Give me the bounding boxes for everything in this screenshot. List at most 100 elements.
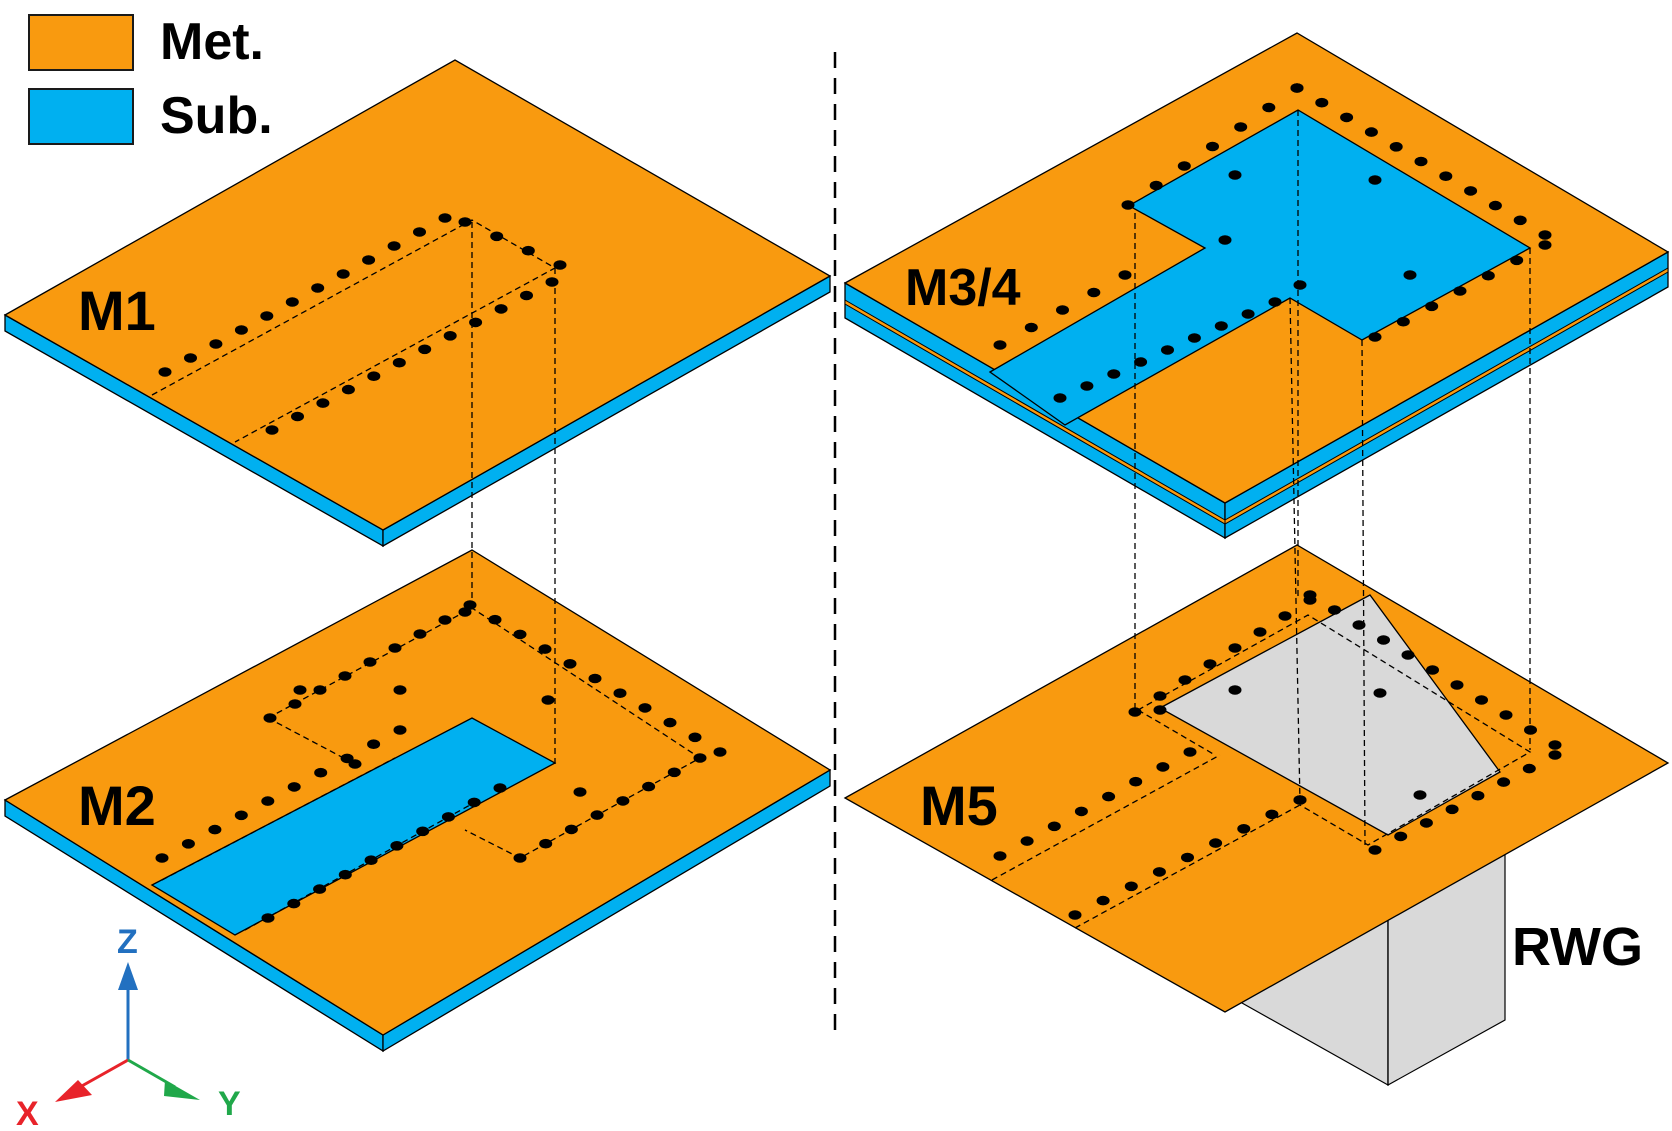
m34-label: M3/4 <box>905 259 1021 317</box>
via-hole <box>1352 620 1366 630</box>
m5-via-fence-guides <box>991 614 1532 929</box>
z-axis-label: Z <box>117 923 138 961</box>
via-hole <box>1368 332 1382 342</box>
via-hole <box>338 869 352 880</box>
via-hole <box>390 841 404 851</box>
m5-label: M5 <box>920 774 998 837</box>
m1-metal-plate <box>3 59 832 531</box>
via-hole <box>1471 790 1485 801</box>
via-hole <box>181 839 195 849</box>
via-hole <box>287 898 301 909</box>
via-hole <box>1522 763 1536 774</box>
via-hole <box>1134 357 1148 367</box>
m5-metal-plate <box>843 544 1670 1013</box>
via-hole <box>1413 790 1427 800</box>
via-hole <box>1237 824 1251 834</box>
via-hole <box>438 213 452 223</box>
via-hole <box>1439 171 1453 181</box>
m34-via-row <box>993 83 1552 403</box>
via-hole <box>336 269 350 279</box>
via-hole <box>158 367 172 377</box>
via-hole <box>367 371 381 382</box>
via-hole <box>1513 215 1527 226</box>
legend-substrate: Sub. <box>28 86 273 146</box>
via-hole <box>1538 240 1552 250</box>
via-hole <box>1497 777 1511 787</box>
m5-aperture <box>1158 594 1501 836</box>
via-hole <box>1183 747 1197 757</box>
via-hole <box>490 231 504 242</box>
layer-m2: M2 <box>3 549 832 1053</box>
via-hole <box>1268 297 1282 307</box>
via-hole <box>469 317 483 328</box>
via-hole <box>1403 270 1417 280</box>
via-hole <box>513 853 527 863</box>
via-hole <box>616 796 630 806</box>
via-hole <box>1228 170 1242 180</box>
m34-substrate-cavity <box>988 109 1532 426</box>
x-axis-arrow <box>55 1080 92 1102</box>
via-hole <box>1445 804 1459 815</box>
via-hole <box>1068 910 1082 920</box>
via-hole <box>488 614 502 625</box>
via-hole <box>362 255 376 265</box>
y-axis-arrow <box>164 1080 200 1100</box>
via-hole <box>413 227 426 237</box>
via-hole <box>1389 142 1403 152</box>
via-hole <box>563 659 577 669</box>
via-hole <box>1290 83 1304 93</box>
via-hole <box>1450 680 1464 690</box>
via-hole <box>1548 740 1562 750</box>
via-hole <box>1177 161 1191 171</box>
via-hole <box>493 783 507 793</box>
via-hole <box>1241 309 1255 319</box>
via-hole <box>341 384 355 395</box>
via-hole <box>1209 838 1223 848</box>
x-axis-line <box>79 1058 129 1089</box>
via-hole <box>265 425 279 435</box>
via-hole <box>467 797 481 808</box>
via-hole <box>458 217 472 227</box>
via-hole <box>1340 112 1354 123</box>
via-hole <box>688 732 702 743</box>
via-hole <box>184 353 197 363</box>
via-hole <box>1315 97 1329 108</box>
via-hole <box>316 398 330 408</box>
via-hole <box>1107 369 1121 379</box>
via-hole <box>234 810 248 821</box>
via-hole <box>553 260 567 270</box>
via-hole <box>1265 809 1279 820</box>
alignment-guides <box>471 110 1531 846</box>
via-hole <box>438 615 452 625</box>
via-hole <box>260 311 274 321</box>
via-hole <box>541 695 555 705</box>
via-hole <box>1187 333 1201 343</box>
via-hole <box>1303 590 1317 600</box>
via-hole <box>1153 691 1167 701</box>
via-hole <box>313 685 327 695</box>
via-hole <box>993 340 1007 350</box>
via-hole <box>520 290 533 301</box>
via-hole <box>1453 286 1467 296</box>
via-hole <box>1373 688 1387 698</box>
via-hole <box>1087 287 1101 298</box>
via-hole <box>1214 321 1228 331</box>
via-hole <box>642 781 656 792</box>
m2-label: M2 <box>78 774 156 837</box>
via-hole <box>338 671 352 681</box>
via-hole <box>443 331 457 341</box>
via-hole <box>1401 650 1415 660</box>
via-hole <box>367 739 381 749</box>
via-hole <box>1102 791 1116 802</box>
layer-m5: M5 RWG <box>843 544 1670 1087</box>
via-hole <box>538 644 552 654</box>
via-hole <box>590 810 604 820</box>
via-hole <box>363 657 377 667</box>
via-hole <box>663 717 677 728</box>
via-hole <box>1293 280 1307 290</box>
via-hole <box>539 838 553 849</box>
via-hole <box>458 607 472 617</box>
legend-metal: Met. <box>28 12 264 72</box>
legend-substrate-swatch <box>28 87 134 145</box>
